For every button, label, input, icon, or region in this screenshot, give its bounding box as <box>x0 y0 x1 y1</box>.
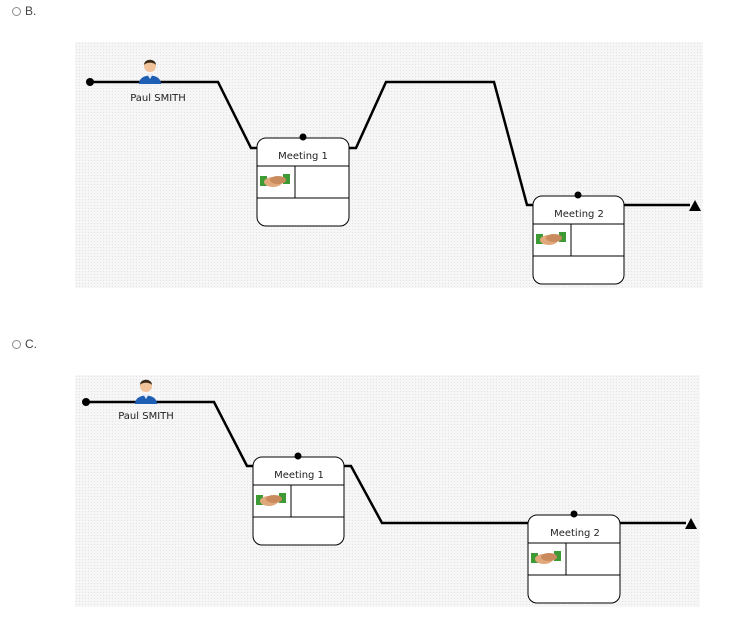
meeting-title: Meeting 1 <box>278 151 328 162</box>
option-c-radio[interactable] <box>12 339 21 349</box>
workflow-line <box>349 80 533 207</box>
person-name: Paul SMITH <box>118 411 174 422</box>
meeting-title: Meeting 2 <box>550 528 600 539</box>
meeting-title: Meeting 2 <box>554 209 604 220</box>
person-name: Paul SMITH <box>130 93 186 104</box>
option-c[interactable]: C. <box>12 337 37 351</box>
start-dot <box>86 78 94 86</box>
workflow-line <box>344 464 528 525</box>
option-b-label: B. <box>25 4 37 18</box>
meeting-box: Meeting 2 <box>527 510 621 604</box>
option-b[interactable]: B. <box>12 4 36 18</box>
person-icon <box>139 59 161 84</box>
start-dot <box>82 398 90 406</box>
handshake-icon <box>536 232 566 245</box>
handshake-icon <box>260 174 290 187</box>
option-c-label: C. <box>25 337 37 351</box>
end-arrow <box>689 200 701 211</box>
meeting-box: Meeting 1 <box>256 133 350 227</box>
meeting-box: Meeting 2 <box>532 191 625 285</box>
end-arrow <box>685 518 697 529</box>
meeting-box: Meeting 1 <box>252 452 345 546</box>
handshake-icon <box>256 493 286 506</box>
option-b-radio[interactable] <box>12 6 21 16</box>
handshake-icon <box>531 551 561 564</box>
person-icon <box>135 379 157 404</box>
meeting-title: Meeting 1 <box>274 470 324 481</box>
